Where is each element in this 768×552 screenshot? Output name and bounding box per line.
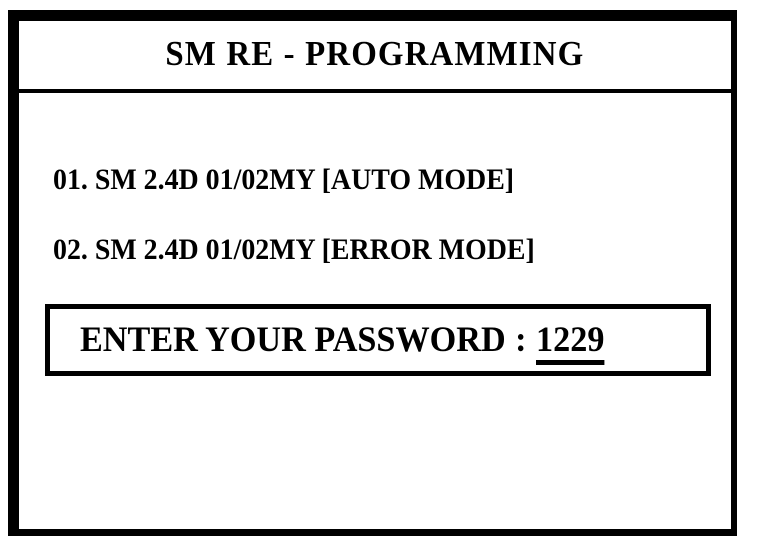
menu-item-error-mode[interactable]: 02. SM 2.4D 01/02MY [ERROR MODE] <box>53 233 535 266</box>
password-colon: : <box>515 319 527 359</box>
title-bar: SM RE - PROGRAMMING <box>19 21 731 93</box>
password-prompt-label: ENTER YOUR PASSWORD:1229 <box>80 319 605 365</box>
screen-frame: SM RE - PROGRAMMING 01. SM 2.4D 01/02MY … <box>8 10 737 536</box>
content-area: 01. SM 2.4D 01/02MY [AUTO MODE] 02. SM 2… <box>19 93 731 529</box>
password-input-value[interactable]: 1229 <box>536 319 605 365</box>
menu-item-auto-mode[interactable]: 01. SM 2.4D 01/02MY [AUTO MODE] <box>53 163 515 196</box>
program-menu: 01. SM 2.4D 01/02MY [AUTO MODE] 02. SM 2… <box>53 165 711 265</box>
password-entry-box[interactable]: ENTER YOUR PASSWORD:1229 <box>45 304 711 376</box>
password-prompt-text: ENTER YOUR PASSWORD <box>80 319 506 359</box>
screen-frame-inner: SM RE - PROGRAMMING 01. SM 2.4D 01/02MY … <box>19 21 731 529</box>
page-title: SM RE - PROGRAMMING <box>165 34 585 73</box>
